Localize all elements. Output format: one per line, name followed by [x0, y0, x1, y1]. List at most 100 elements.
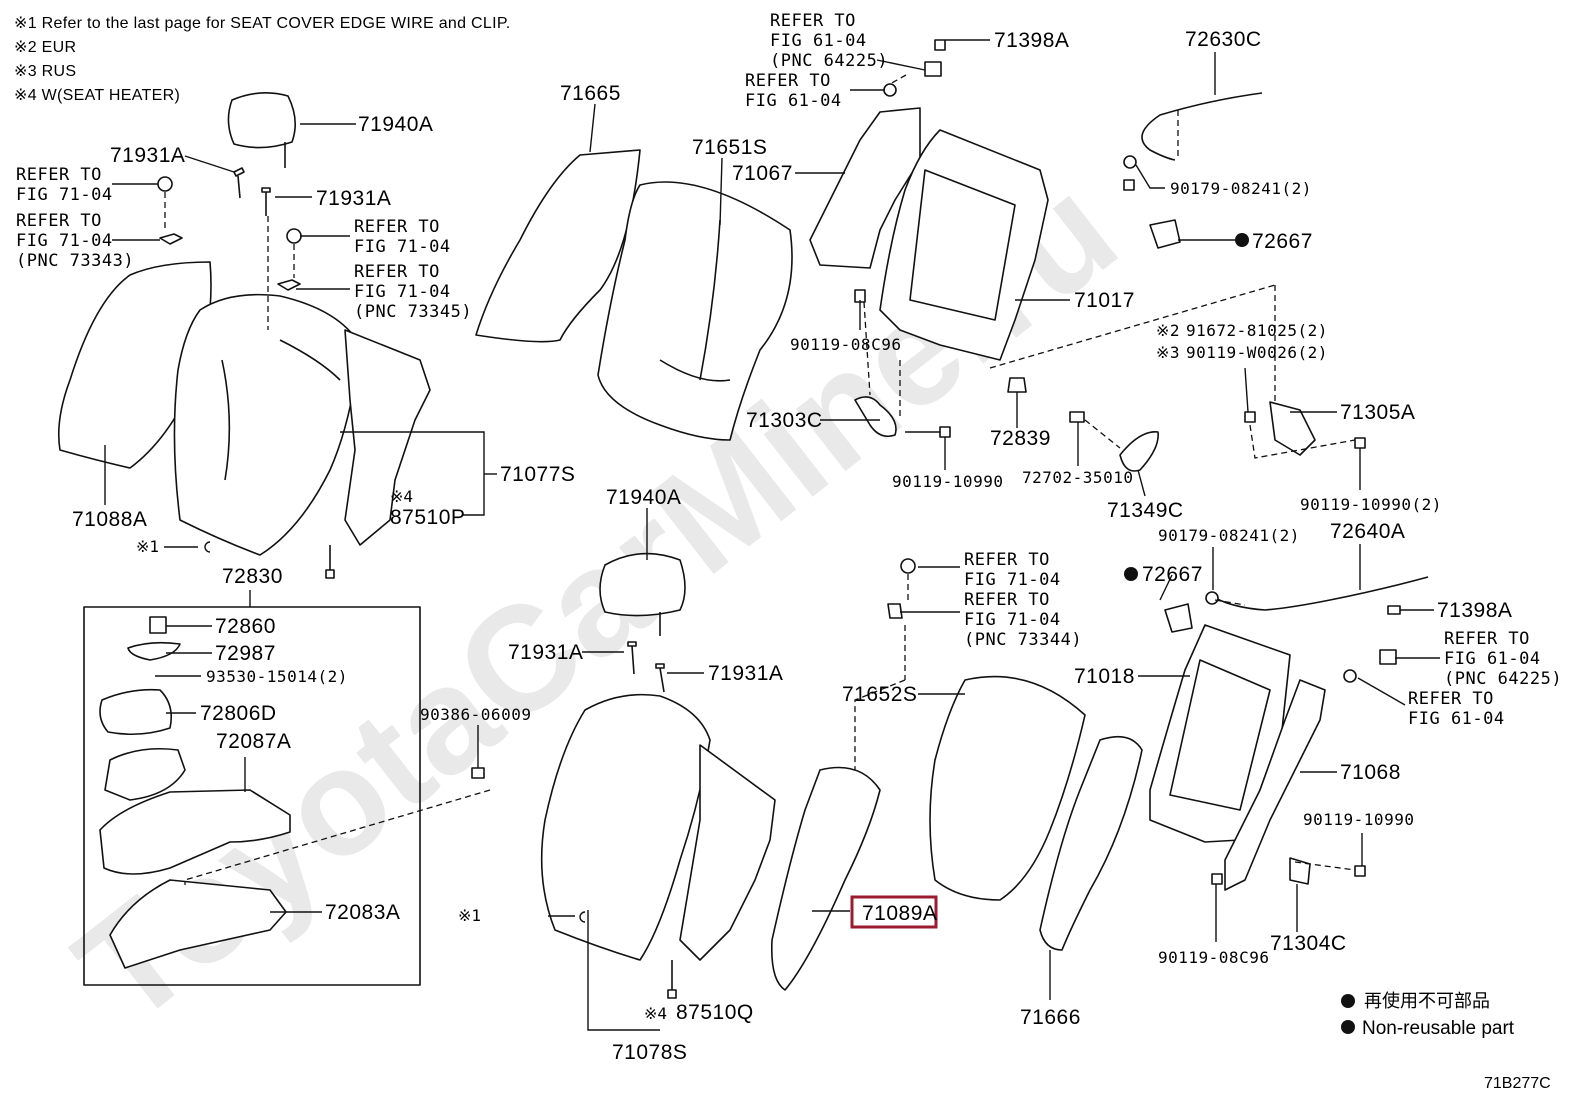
- ref-5-line2[interactable]: FIG 61-04: [770, 31, 867, 51]
- base-72083A: [109, 879, 287, 969]
- ref-9-line2[interactable]: FIG 61-04: [1444, 649, 1541, 669]
- label-71931a-mid[interactable]: 71931A: [508, 641, 583, 664]
- label-71931a-mid2[interactable]: 71931A: [708, 662, 783, 685]
- ref-2-line3[interactable]: (PNC 73343): [16, 251, 134, 271]
- box-72087A-inner: [104, 747, 186, 801]
- ref-6-line2[interactable]: FIG 61-04: [745, 91, 842, 111]
- frame-71068: [1224, 679, 1326, 891]
- ref-3-line2[interactable]: FIG 71-04: [354, 237, 451, 257]
- label-72667[interactable]: 72667: [1252, 230, 1313, 253]
- label-71068[interactable]: 71068: [1340, 761, 1401, 784]
- label-72640a[interactable]: 72640A: [1330, 520, 1405, 543]
- note-2: ※2 EUR: [14, 39, 76, 56]
- label-71652s[interactable]: 71652S: [842, 683, 917, 706]
- marks: ※1 ※4 ※1 ※4: [136, 487, 667, 1023]
- label-72830[interactable]: 72830: [222, 565, 283, 588]
- label-71931a[interactable]: 71931A: [110, 144, 185, 167]
- ref-5-line1[interactable]: REFER TO: [770, 11, 856, 31]
- label-71089a[interactable]: 71089A: [862, 902, 937, 925]
- ref-1-line1[interactable]: REFER TO: [16, 165, 102, 185]
- label-90119-08c96[interactable]: 90119-08C96: [790, 335, 901, 354]
- cover-71652s: [929, 675, 1086, 901]
- label-72667-mid[interactable]: 72667: [1142, 563, 1203, 586]
- nonreusable-dot-mid: [1124, 567, 1138, 581]
- label-71651s[interactable]: 71651S: [692, 136, 767, 159]
- label-71398a-mid[interactable]: 71398A: [1437, 599, 1512, 622]
- label-71088a[interactable]: 71088A: [72, 508, 147, 531]
- label-71305a[interactable]: 71305A: [1340, 401, 1415, 424]
- label-71017[interactable]: 71017: [1074, 289, 1135, 312]
- label-87510q[interactable]: 87510Q: [676, 1001, 754, 1024]
- ref-9-line1[interactable]: REFER TO: [1444, 629, 1530, 649]
- label-72702[interactable]: 72702-35010: [1022, 468, 1133, 487]
- label-90119-08c96-bot[interactable]: 90119-08C96: [1158, 948, 1269, 967]
- ref-3-line1[interactable]: REFER TO: [354, 217, 440, 237]
- ref-8-line3[interactable]: (PNC 73344): [964, 630, 1082, 650]
- bracket-71305a: [1269, 401, 1316, 456]
- label-72087a[interactable]: 72087A: [216, 730, 291, 753]
- ref-9-line3[interactable]: (PNC 64225): [1444, 669, 1562, 689]
- label-72083a[interactable]: 72083A: [325, 901, 400, 924]
- label-93530[interactable]: 93530-15014(2): [206, 667, 348, 686]
- part-shapes: [57, 39, 1429, 999]
- label-72839[interactable]: 72839: [990, 427, 1051, 450]
- mark-x3: ※3: [1156, 343, 1180, 362]
- label-90179[interactable]: 90179-08241(2): [1170, 179, 1312, 198]
- ref-6-line1[interactable]: REFER TO: [745, 71, 831, 91]
- label-72860[interactable]: 72860: [215, 615, 276, 638]
- ref-7-line2[interactable]: FIG 71-04: [964, 570, 1061, 590]
- note-1: ※1 Refer to the last page for SEAT COVER…: [14, 15, 511, 32]
- label-72987[interactable]: 72987: [215, 642, 276, 665]
- ref-1-line2[interactable]: FIG 71-04: [16, 185, 113, 205]
- ref-4-line3[interactable]: (PNC 73345): [354, 302, 472, 322]
- label-71067[interactable]: 71067: [732, 162, 793, 185]
- mark-x1-mid: ※1: [458, 906, 481, 925]
- ref-4-line2[interactable]: FIG 71-04: [354, 282, 451, 302]
- label-71018[interactable]: 71018: [1074, 665, 1135, 688]
- ref-8-line2[interactable]: FIG 71-04: [964, 610, 1061, 630]
- label-72630c[interactable]: 72630C: [1185, 28, 1262, 51]
- label-90119-w0026[interactable]: 90119-W0026(2): [1186, 343, 1328, 362]
- bracket-71304c: [1289, 857, 1311, 885]
- label-71349c[interactable]: 71349C: [1107, 499, 1184, 522]
- label-87510p[interactable]: 87510P: [390, 506, 465, 529]
- clip-72667-mid: [1164, 603, 1193, 633]
- notes: ※1 Refer to the last page for SEAT COVER…: [14, 15, 511, 104]
- label-91672[interactable]: 91672-81025(2): [1186, 321, 1328, 340]
- mark-x4-mid: ※4: [644, 1004, 667, 1023]
- ref-2-line2[interactable]: FIG 71-04: [16, 231, 113, 251]
- panel-71088a: [57, 261, 212, 469]
- label-71931a[interactable]: 71931A: [316, 187, 391, 210]
- label-71940a[interactable]: 71940A: [358, 113, 433, 136]
- legend-jp: 再使用不可部品: [1364, 991, 1490, 1012]
- ref-5-line3[interactable]: (PNC 64225): [770, 51, 888, 71]
- label-71666[interactable]: 71666: [1020, 1006, 1081, 1029]
- label-90119-10990-2[interactable]: 90119-10990(2): [1300, 495, 1442, 514]
- label-71665[interactable]: 71665: [560, 82, 621, 105]
- cable-72640a: [1214, 576, 1429, 611]
- bracket-71303c: [854, 396, 897, 438]
- label-90179-mid[interactable]: 90179-08241(2): [1158, 526, 1300, 545]
- label-90119-10990-b[interactable]: 90119-10990: [1303, 810, 1414, 829]
- label-90386[interactable]: 90386-06009: [420, 705, 531, 724]
- ref-10-line2[interactable]: FIG 61-04: [1408, 709, 1505, 729]
- ref-8-line1[interactable]: REFER TO: [964, 590, 1050, 610]
- label-71077s[interactable]: 71077S: [500, 463, 575, 486]
- ref-7-line1[interactable]: REFER TO: [964, 550, 1050, 570]
- label-71398a[interactable]: 71398A: [994, 29, 1069, 52]
- ref-10-line1[interactable]: REFER TO: [1408, 689, 1494, 709]
- label-72806d[interactable]: 72806D: [200, 702, 277, 725]
- legend-dot-1: [1341, 994, 1355, 1008]
- label-71304c[interactable]: 71304C: [1270, 932, 1347, 955]
- clip-72860: [149, 616, 167, 634]
- ref-4-line1[interactable]: REFER TO: [354, 262, 440, 282]
- label-71940a-mid[interactable]: 71940A: [606, 486, 681, 509]
- ref-2-line1[interactable]: REFER TO: [16, 211, 102, 231]
- part-labels: 71940A 71931A 71931A 71088A 71077S 87510…: [72, 28, 1512, 1064]
- label-90119-10990[interactable]: 90119-10990: [892, 472, 1003, 491]
- lid-72806D: [99, 688, 173, 736]
- legend: 再使用不可部品 Non-reusable part: [1362, 991, 1515, 1039]
- label-71303c[interactable]: 71303C: [746, 409, 823, 432]
- label-71078s[interactable]: 71078S: [612, 1041, 687, 1064]
